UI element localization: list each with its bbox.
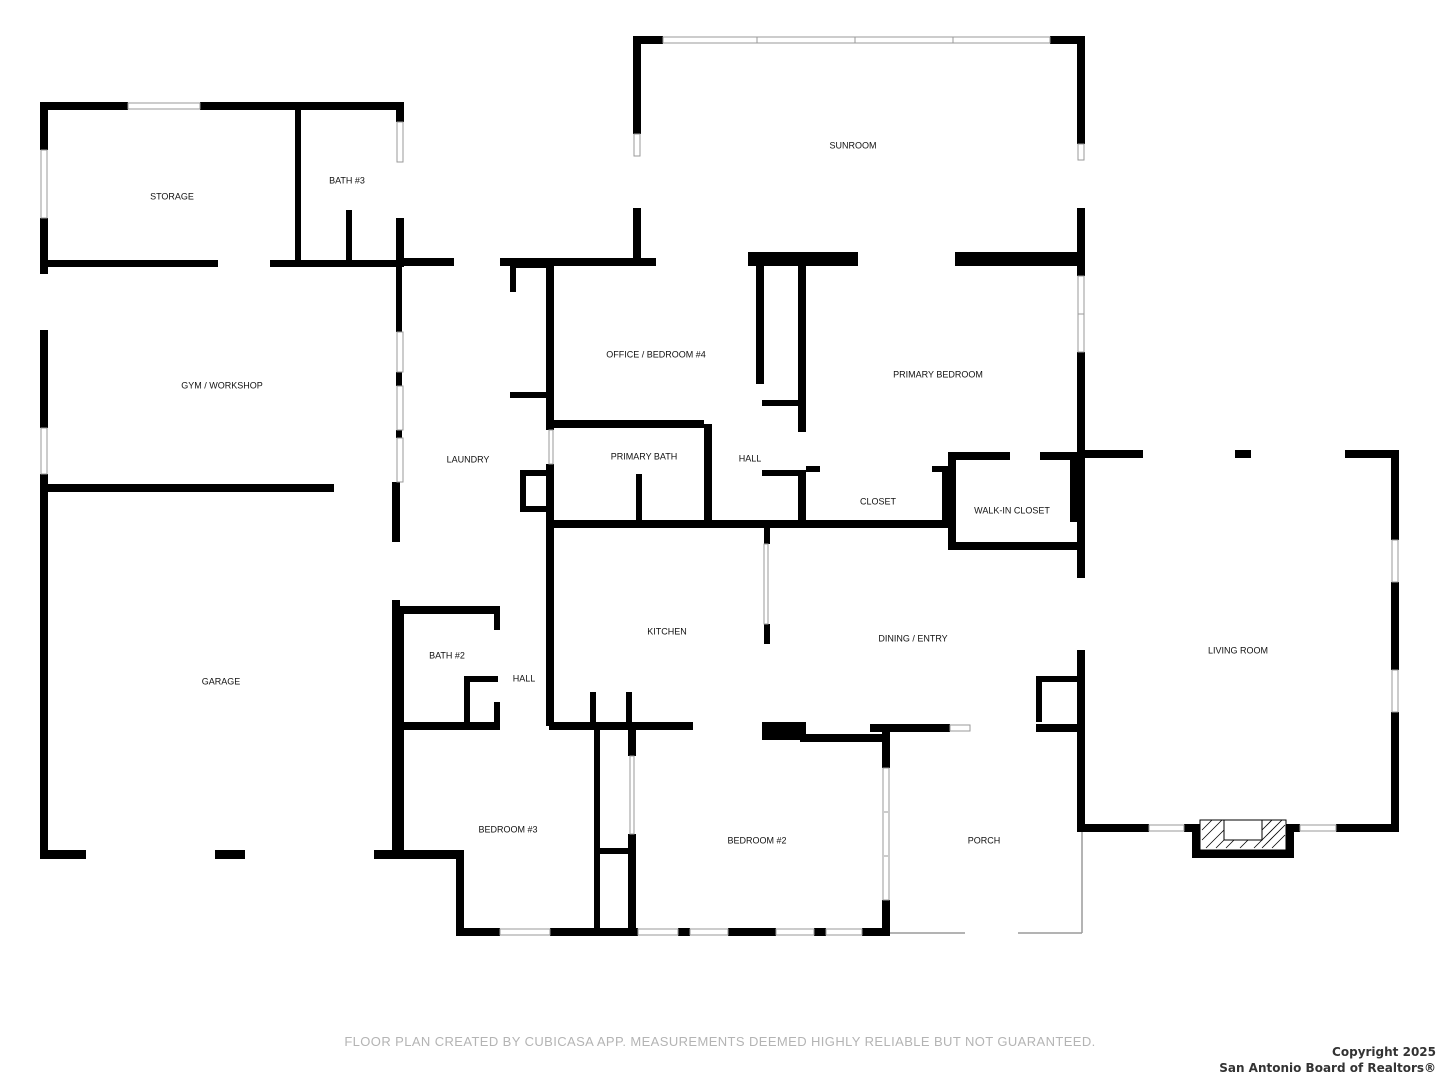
- label-sunroom: SUNROOM: [830, 140, 877, 150]
- label-living-room: LIVING ROOM: [1208, 645, 1268, 655]
- label-laundry: LAUNDRY: [447, 454, 490, 464]
- room-labels: STORAGE BATH #3 SUNROOM GYM / WORKSHOP L…: [150, 140, 1268, 845]
- label-gym-workshop: GYM / WORKSHOP: [181, 380, 263, 390]
- window-mullions: [756, 37, 1084, 857]
- label-porch: PORCH: [968, 835, 1001, 845]
- walls: [40, 36, 1399, 936]
- label-dining-entry: DINING / ENTRY: [878, 633, 947, 643]
- label-garage: GARAGE: [202, 676, 241, 686]
- label-primary-bedroom: PRIMARY BEDROOM: [893, 369, 983, 379]
- disclaimer-note: FLOOR PLAN CREATED BY CUBICASA APP. MEAS…: [344, 1034, 1096, 1049]
- label-walk-in-closet: WALK-IN CLOSET: [974, 505, 1050, 515]
- copyright-line-2: San Antonio Board of Realtors®: [1219, 1061, 1436, 1075]
- label-kitchen: KITCHEN: [647, 626, 687, 636]
- fireplace-icon: [1199, 819, 1287, 851]
- copyright-watermark: Copyright 2025 San Antonio Board of Real…: [1219, 1044, 1436, 1076]
- label-hall-lower: HALL: [513, 673, 536, 683]
- copyright-line-1: Copyright 2025: [1332, 1045, 1436, 1059]
- label-bedroom-3: BEDROOM #3: [478, 824, 537, 834]
- label-primary-bath: PRIMARY BATH: [611, 451, 678, 461]
- label-bath-3: BATH #3: [329, 175, 365, 185]
- label-closet: CLOSET: [860, 496, 897, 506]
- porch-rails: [890, 832, 1083, 934]
- label-hall-upper: HALL: [739, 453, 762, 463]
- windows: [40, 36, 1399, 936]
- label-office-bedroom-4: OFFICE / BEDROOM #4: [606, 349, 706, 359]
- label-storage: STORAGE: [150, 191, 194, 201]
- label-bath-2: BATH #2: [429, 650, 465, 660]
- label-bedroom-2: BEDROOM #2: [727, 835, 786, 845]
